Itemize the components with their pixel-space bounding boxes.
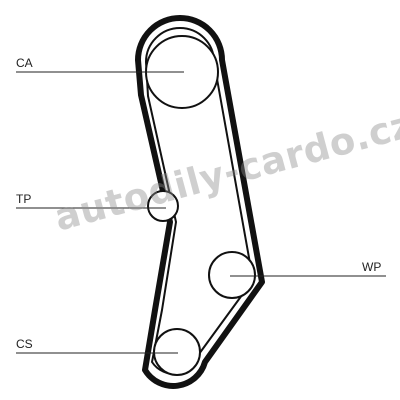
water-pump-pulley (208, 251, 256, 299)
cs-label: CS (16, 337, 33, 351)
crankshaft-pulley (153, 328, 201, 376)
tensioner-pulley (147, 190, 179, 222)
wp-label: WP (362, 260, 382, 274)
tp-label: TP (16, 192, 32, 206)
ca-label: CA (16, 56, 33, 70)
timing-belt (135, 15, 265, 389)
